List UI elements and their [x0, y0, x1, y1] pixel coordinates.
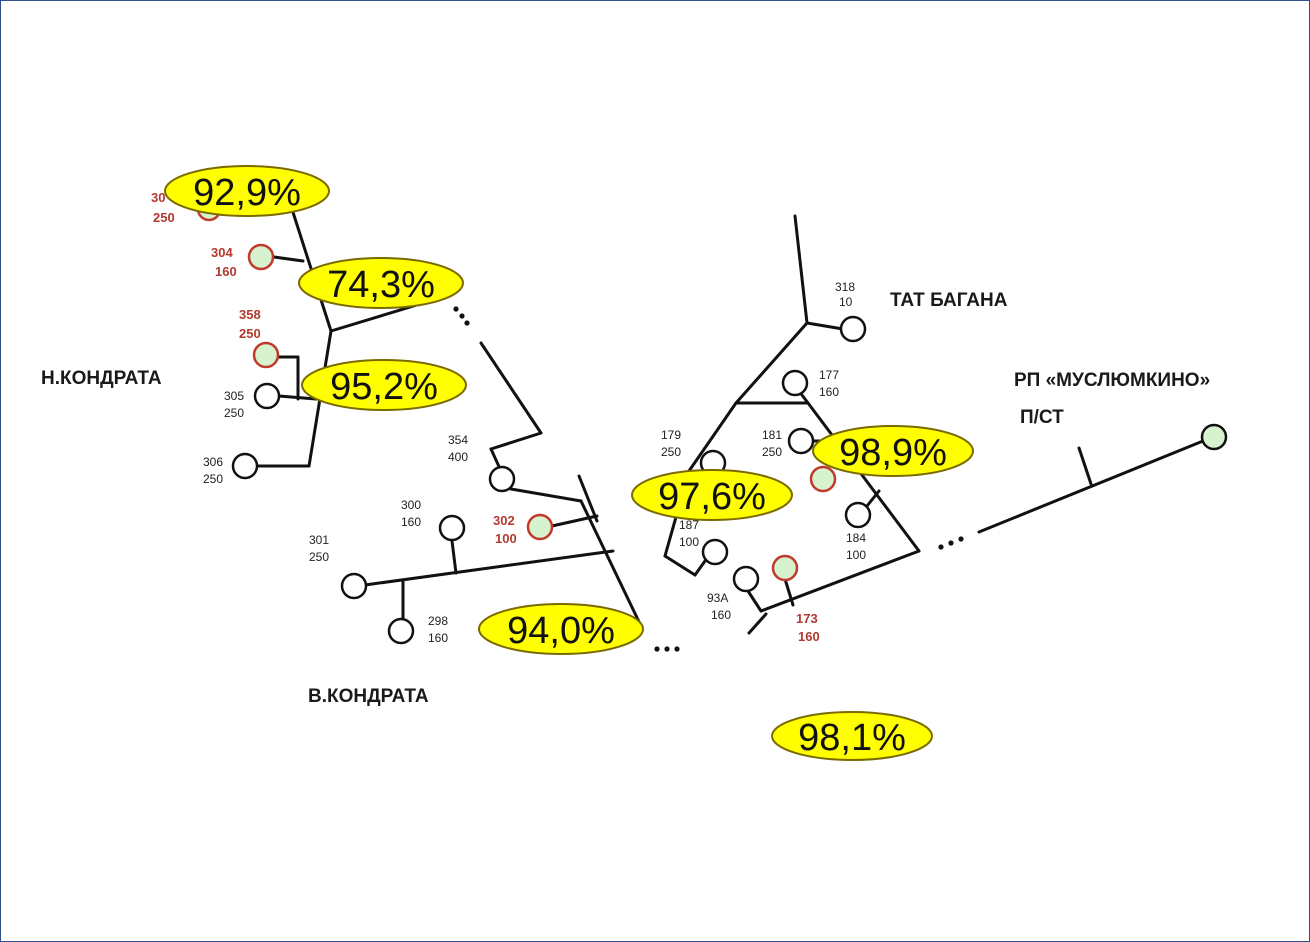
tp-184 [844, 501, 872, 529]
dots-upper [464, 320, 470, 326]
dots-upper [459, 313, 465, 319]
tp-358-number: 358 [239, 307, 261, 322]
tp-306-power: 250 [203, 472, 223, 486]
area-label-n-kondrata: Н.КОНДРАТА [41, 368, 162, 389]
tp-358-highlighted [252, 341, 280, 369]
tp-30x-number: 30 [151, 190, 165, 205]
tp-304-highlighted [247, 243, 275, 271]
dots-lower-left [654, 646, 660, 652]
tp-177-number: 177 [819, 368, 839, 382]
tp-305-power: 250 [224, 406, 244, 420]
tp-93a-number: 93А [707, 591, 728, 605]
tp-298 [387, 617, 415, 645]
tp-181-number: 181 [762, 428, 782, 442]
pct-value-1: 92,9% [193, 172, 301, 214]
tp-187-number: 187 [679, 518, 699, 532]
tp-187-power: 100 [679, 535, 699, 549]
tp-93a-power: 160 [711, 608, 731, 622]
dots-upper [453, 306, 459, 312]
pct-value-4: 94,0% [507, 610, 615, 652]
tp-181 [787, 427, 815, 455]
rp-muslyumkino-node [1200, 423, 1228, 451]
pct-bubble-4: 94,0% [478, 603, 644, 655]
tp-300-number: 300 [401, 498, 421, 512]
pct-value-7: 98,1% [798, 717, 906, 759]
pct-bubble-1: 92,9% [164, 165, 330, 217]
dots-right [938, 544, 944, 550]
tp-302-highlighted [526, 513, 554, 541]
tp-181-power: 250 [762, 445, 782, 459]
tp-173-number: 173 [796, 611, 818, 626]
tp-93a [732, 565, 760, 593]
tp-306 [231, 452, 259, 480]
pct-bubble-2: 74,3% [298, 257, 464, 309]
tp-305-number: 305 [224, 389, 244, 403]
area-label-v-kondrata: В.КОНДРАТА [308, 686, 429, 707]
pct-bubble-3: 95,2% [301, 359, 467, 411]
tp-304-number: 304 [211, 245, 233, 260]
tp-184-power: 100 [846, 548, 866, 562]
tp-173-highlighted [771, 554, 799, 582]
tp-302-power: 100 [495, 531, 517, 546]
tp-318-power: 10 [839, 295, 853, 309]
tp-179-power: 250 [661, 445, 681, 459]
area-label-ps: П/СТ [1020, 407, 1064, 428]
tp-354 [488, 465, 516, 493]
tp-173-power: 160 [798, 629, 820, 644]
right-substation-labels: 318 10 177 160 181 250 179 250 187 100 1… [661, 280, 866, 644]
tp-298-power: 160 [428, 631, 448, 645]
pct-value-2: 74,3% [327, 264, 435, 306]
continuation-dots [453, 306, 964, 652]
tp-298-number: 298 [428, 614, 448, 628]
left-substations [196, 196, 554, 645]
tp-301 [340, 572, 368, 600]
tp-354-number: 354 [448, 433, 468, 447]
pct-value-6: 98,9% [839, 432, 947, 474]
tp-301-power: 250 [309, 550, 329, 564]
tp-300-power: 160 [401, 515, 421, 529]
tp-301-number: 301 [309, 533, 329, 547]
tp-304-power: 160 [215, 264, 237, 279]
tp-177 [781, 369, 809, 397]
pct-value-5: 97,6% [658, 476, 766, 518]
tp-177-power: 160 [819, 385, 839, 399]
tp-306-number: 306 [203, 455, 223, 469]
right-substations [699, 315, 1228, 593]
tp-300 [438, 514, 466, 542]
tp-354-power: 400 [448, 450, 468, 464]
tp-187 [701, 538, 729, 566]
left-network-lines [255, 204, 643, 628]
pct-value-3: 95,2% [330, 366, 438, 408]
right-network-lines [663, 214, 1205, 635]
tp-318-number: 318 [835, 280, 855, 294]
dots-right [948, 540, 954, 546]
area-label-rp-muslyumkino: РП «МУСЛЮМКИНО» [1014, 370, 1210, 391]
tp-30x-power: 250 [153, 210, 175, 225]
left-substation-labels: 30 250 304 160 358 250 305 250 306 250 3… [151, 190, 517, 645]
area-labels: Н.КОНДРАТА В.КОНДРАТА ТАТ БАГАНА РП «МУС… [41, 290, 1210, 707]
tp-unknown-highlighted [809, 465, 837, 493]
dots-right [958, 536, 964, 542]
dots-lower-left [664, 646, 670, 652]
tp-305 [253, 382, 281, 410]
tp-358-power: 250 [239, 326, 261, 341]
percentage-bubbles: 92,9% 74,3% 95,2% 94,0% 97,6% 98,9% 98,1… [164, 165, 974, 761]
pct-bubble-6: 98,9% [812, 425, 974, 477]
area-label-tat-bagana: ТАТ БАГАНА [890, 290, 1008, 311]
tp-318 [839, 315, 867, 343]
dots-lower-left [674, 646, 680, 652]
tp-184-number: 184 [846, 531, 866, 545]
pct-bubble-5: 97,6% [631, 469, 793, 521]
tp-302-number: 302 [493, 513, 515, 528]
pct-bubble-7: 98,1% [771, 711, 933, 761]
tp-179-number: 179 [661, 428, 681, 442]
